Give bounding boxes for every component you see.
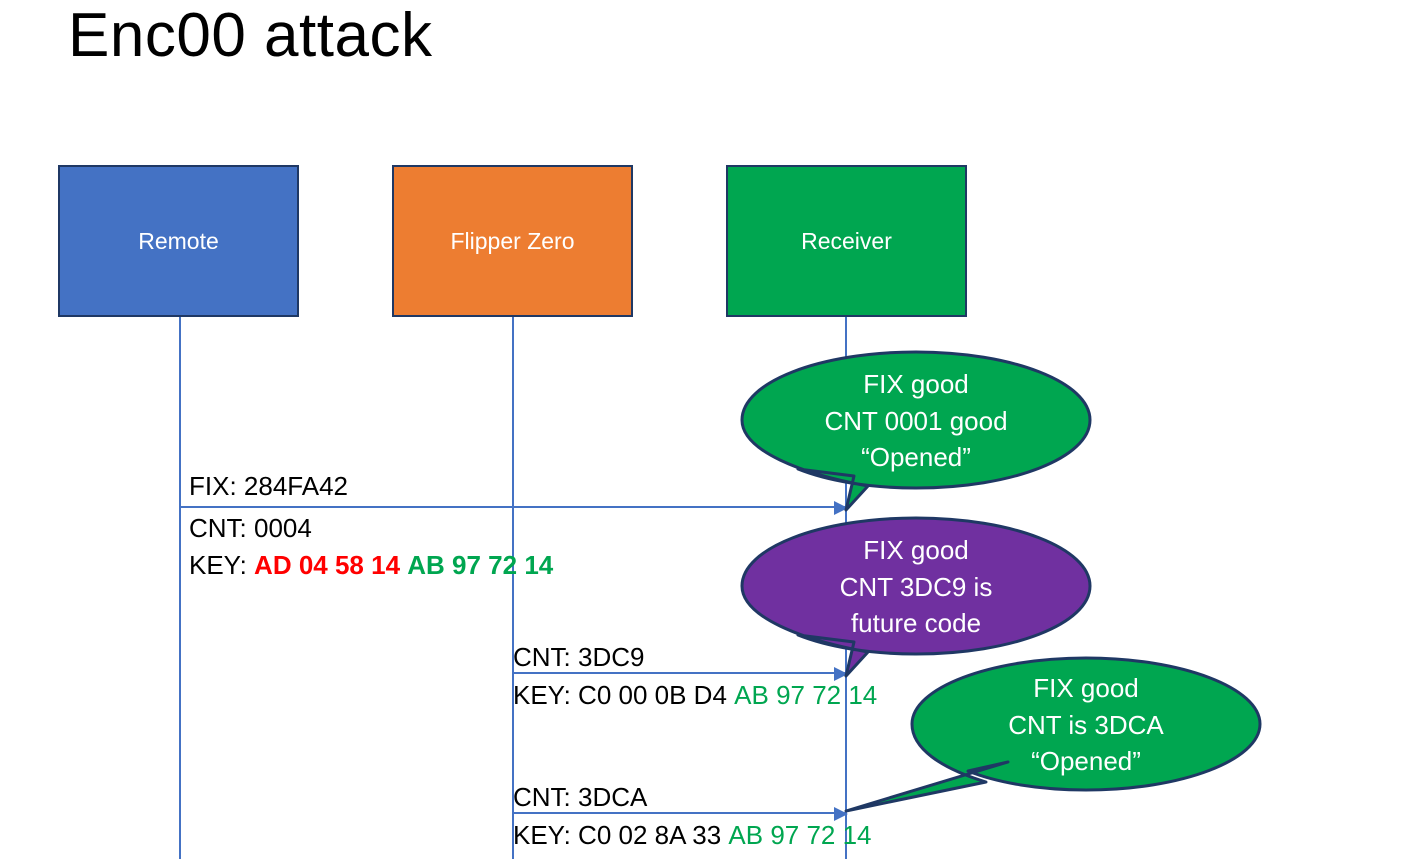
actor-label-flipper-zero: Flipper Zero bbox=[450, 227, 575, 254]
key-bytes-black-flipper-first: C0 00 0B D4 bbox=[578, 680, 727, 710]
key-bytes-green-remote: AB 97 72 14 bbox=[407, 550, 554, 580]
speech-bubble-shape-third bbox=[844, 656, 1262, 813]
key-bytes-black-flipper-second: C0 02 8A 33 bbox=[578, 820, 722, 850]
message-label-cnt-flipper-second: CNT: 3DCA bbox=[513, 782, 648, 812]
message-arrow-flipper-to-receiver-second bbox=[513, 807, 848, 821]
actor-box-remote[interactable]: Remote bbox=[58, 165, 299, 317]
page-title: Enc00 attack bbox=[68, 1, 433, 70]
message-label-key-flipper-first: KEY: C0 00 0B D4 AB 97 72 14 bbox=[513, 679, 877, 712]
lifeline-remote bbox=[179, 317, 181, 859]
actor-label-remote: Remote bbox=[138, 227, 219, 254]
key-bytes-red-remote: AD 04 58 14 bbox=[254, 550, 401, 580]
speech-bubble-shape-first bbox=[740, 350, 1092, 512]
speech-bubble-shape-second bbox=[740, 516, 1092, 678]
message-label-key-remote: KEY: AD 04 58 14 AB 97 72 14 bbox=[189, 549, 553, 582]
message-label-cnt-flipper-first: CNT: 3DC9 bbox=[513, 642, 645, 672]
actor-box-flipper-zero[interactable]: Flipper Zero bbox=[392, 165, 633, 317]
speech-bubble-receiver-second: FIX good CNT 3DC9 is future code bbox=[740, 516, 1092, 678]
actor-label-receiver: Receiver bbox=[801, 227, 892, 254]
message-label-fix-remote: FIX: 284FA42 bbox=[189, 471, 348, 501]
message-arrow-remote-to-receiver bbox=[180, 501, 848, 515]
key-bytes-green-flipper-second: AB 97 72 14 bbox=[728, 820, 872, 850]
message-label-cnt-remote: CNT: 0004 bbox=[189, 513, 312, 543]
key-prefix-flipper-first: KEY: bbox=[513, 680, 579, 710]
key-prefix-flipper-second: KEY: bbox=[513, 820, 579, 850]
lifeline-flipper-zero bbox=[512, 317, 514, 859]
message-arrow-flipper-to-receiver-first bbox=[513, 667, 848, 681]
key-prefix-remote: KEY: bbox=[189, 550, 255, 580]
speech-bubble-receiver-third: FIX good CNT is 3DCA “Opened” bbox=[844, 656, 1262, 813]
speech-bubble-receiver-first: FIX good CNT 0001 good “Opened” bbox=[740, 350, 1092, 512]
actor-box-receiver[interactable]: Receiver bbox=[726, 165, 967, 317]
message-label-key-flipper-second: KEY: C0 02 8A 33 AB 97 72 14 bbox=[513, 819, 872, 852]
key-bytes-green-flipper-first: AB 97 72 14 bbox=[734, 680, 878, 710]
